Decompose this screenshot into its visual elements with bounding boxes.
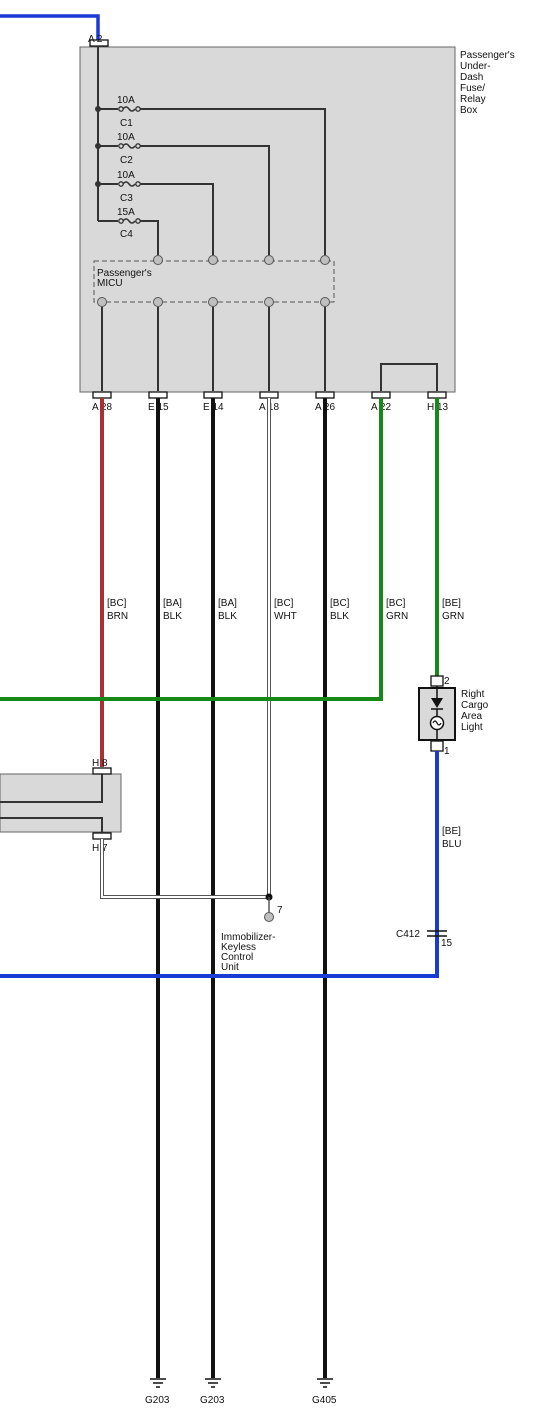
wire-label-wht: [BC] WHT	[274, 598, 297, 622]
wire-label-blk-e15: [BA] BLK	[163, 598, 185, 622]
wire-label-brn: [BC] BRN	[107, 598, 129, 622]
wire-wht-h7	[100, 839, 269, 899]
fuse-c2-id: C2	[120, 155, 133, 166]
output-terminals	[92, 391, 447, 399]
immobilizer-label: Immobilizer- Keyless Control Unit	[221, 932, 278, 973]
splice-c412	[427, 930, 447, 937]
ground-label-g203-a: G203	[145, 1395, 170, 1406]
fuse-c1-rating: 10A	[117, 95, 135, 106]
micu-internal-wires	[101, 307, 326, 391]
immobilizer-pin: 7	[277, 905, 283, 916]
fuse-c3-out	[140, 183, 214, 255]
fuse-c4-out	[140, 220, 159, 255]
wire-blu	[0, 751, 439, 978]
fuse-c4-rating: 15A	[117, 207, 135, 218]
fuse-relay-box	[79, 46, 456, 393]
terminal-label-h8: H 8	[92, 758, 108, 769]
micu-input-pins	[153, 255, 330, 265]
wire-label-blk-a26: [BC] BLK	[330, 598, 352, 622]
cargo-light-pin-bottom: 1	[444, 746, 450, 757]
ground-symbol-g405	[317, 1378, 333, 1388]
fuse-c1-out	[140, 108, 326, 255]
fuse-c1-id: C1	[120, 118, 133, 129]
fuse-c2-symbol	[118, 143, 141, 149]
fuse-c3-id: C3	[120, 193, 133, 204]
cargo-light-pin-top: 2	[444, 676, 450, 687]
connector-h8	[92, 767, 112, 775]
fuse-c2-out	[140, 145, 270, 255]
ground-symbol-g203-b	[205, 1378, 221, 1388]
splice-c412-pin: 15	[441, 938, 453, 949]
terminal-label-a2: A 2	[88, 34, 103, 45]
input-wire-blue	[0, 14, 100, 40]
internal-jumper	[380, 363, 438, 391]
wire-label-blu: [BE] BLU	[442, 826, 464, 850]
connector-h7	[92, 832, 112, 840]
wire-label-grn-a22: [BC] GRN	[386, 598, 408, 622]
ground-label-g405: G405	[312, 1395, 337, 1406]
cargo-light	[418, 675, 456, 752]
cargo-light-label: Right Cargo Area Light	[461, 689, 491, 733]
fuse-box-label: Passenger's Under- Dash Fuse/ Relay Box	[460, 50, 518, 116]
fuse-c3-rating: 10A	[117, 170, 135, 181]
splice-c412-label: C412	[396, 929, 420, 940]
micu-output-pins	[97, 297, 330, 307]
wire-grn-a22	[0, 398, 383, 701]
immobilizer-connector	[264, 912, 274, 922]
micu-label: Passenger's MICU	[97, 268, 155, 289]
left-connector-internal	[0, 774, 103, 803]
ground-symbol-g203-a	[150, 1378, 166, 1388]
ground-label-g203-b: G203	[200, 1395, 225, 1406]
wire-label-grn-h13: [BE] GRN	[442, 598, 464, 622]
fuse-c2-rating: 10A	[117, 132, 135, 143]
fuse-c4-id: C4	[120, 229, 133, 240]
left-connector-internal-2	[0, 817, 103, 832]
wire-label-blk-e14: [BA] BLK	[218, 598, 240, 622]
